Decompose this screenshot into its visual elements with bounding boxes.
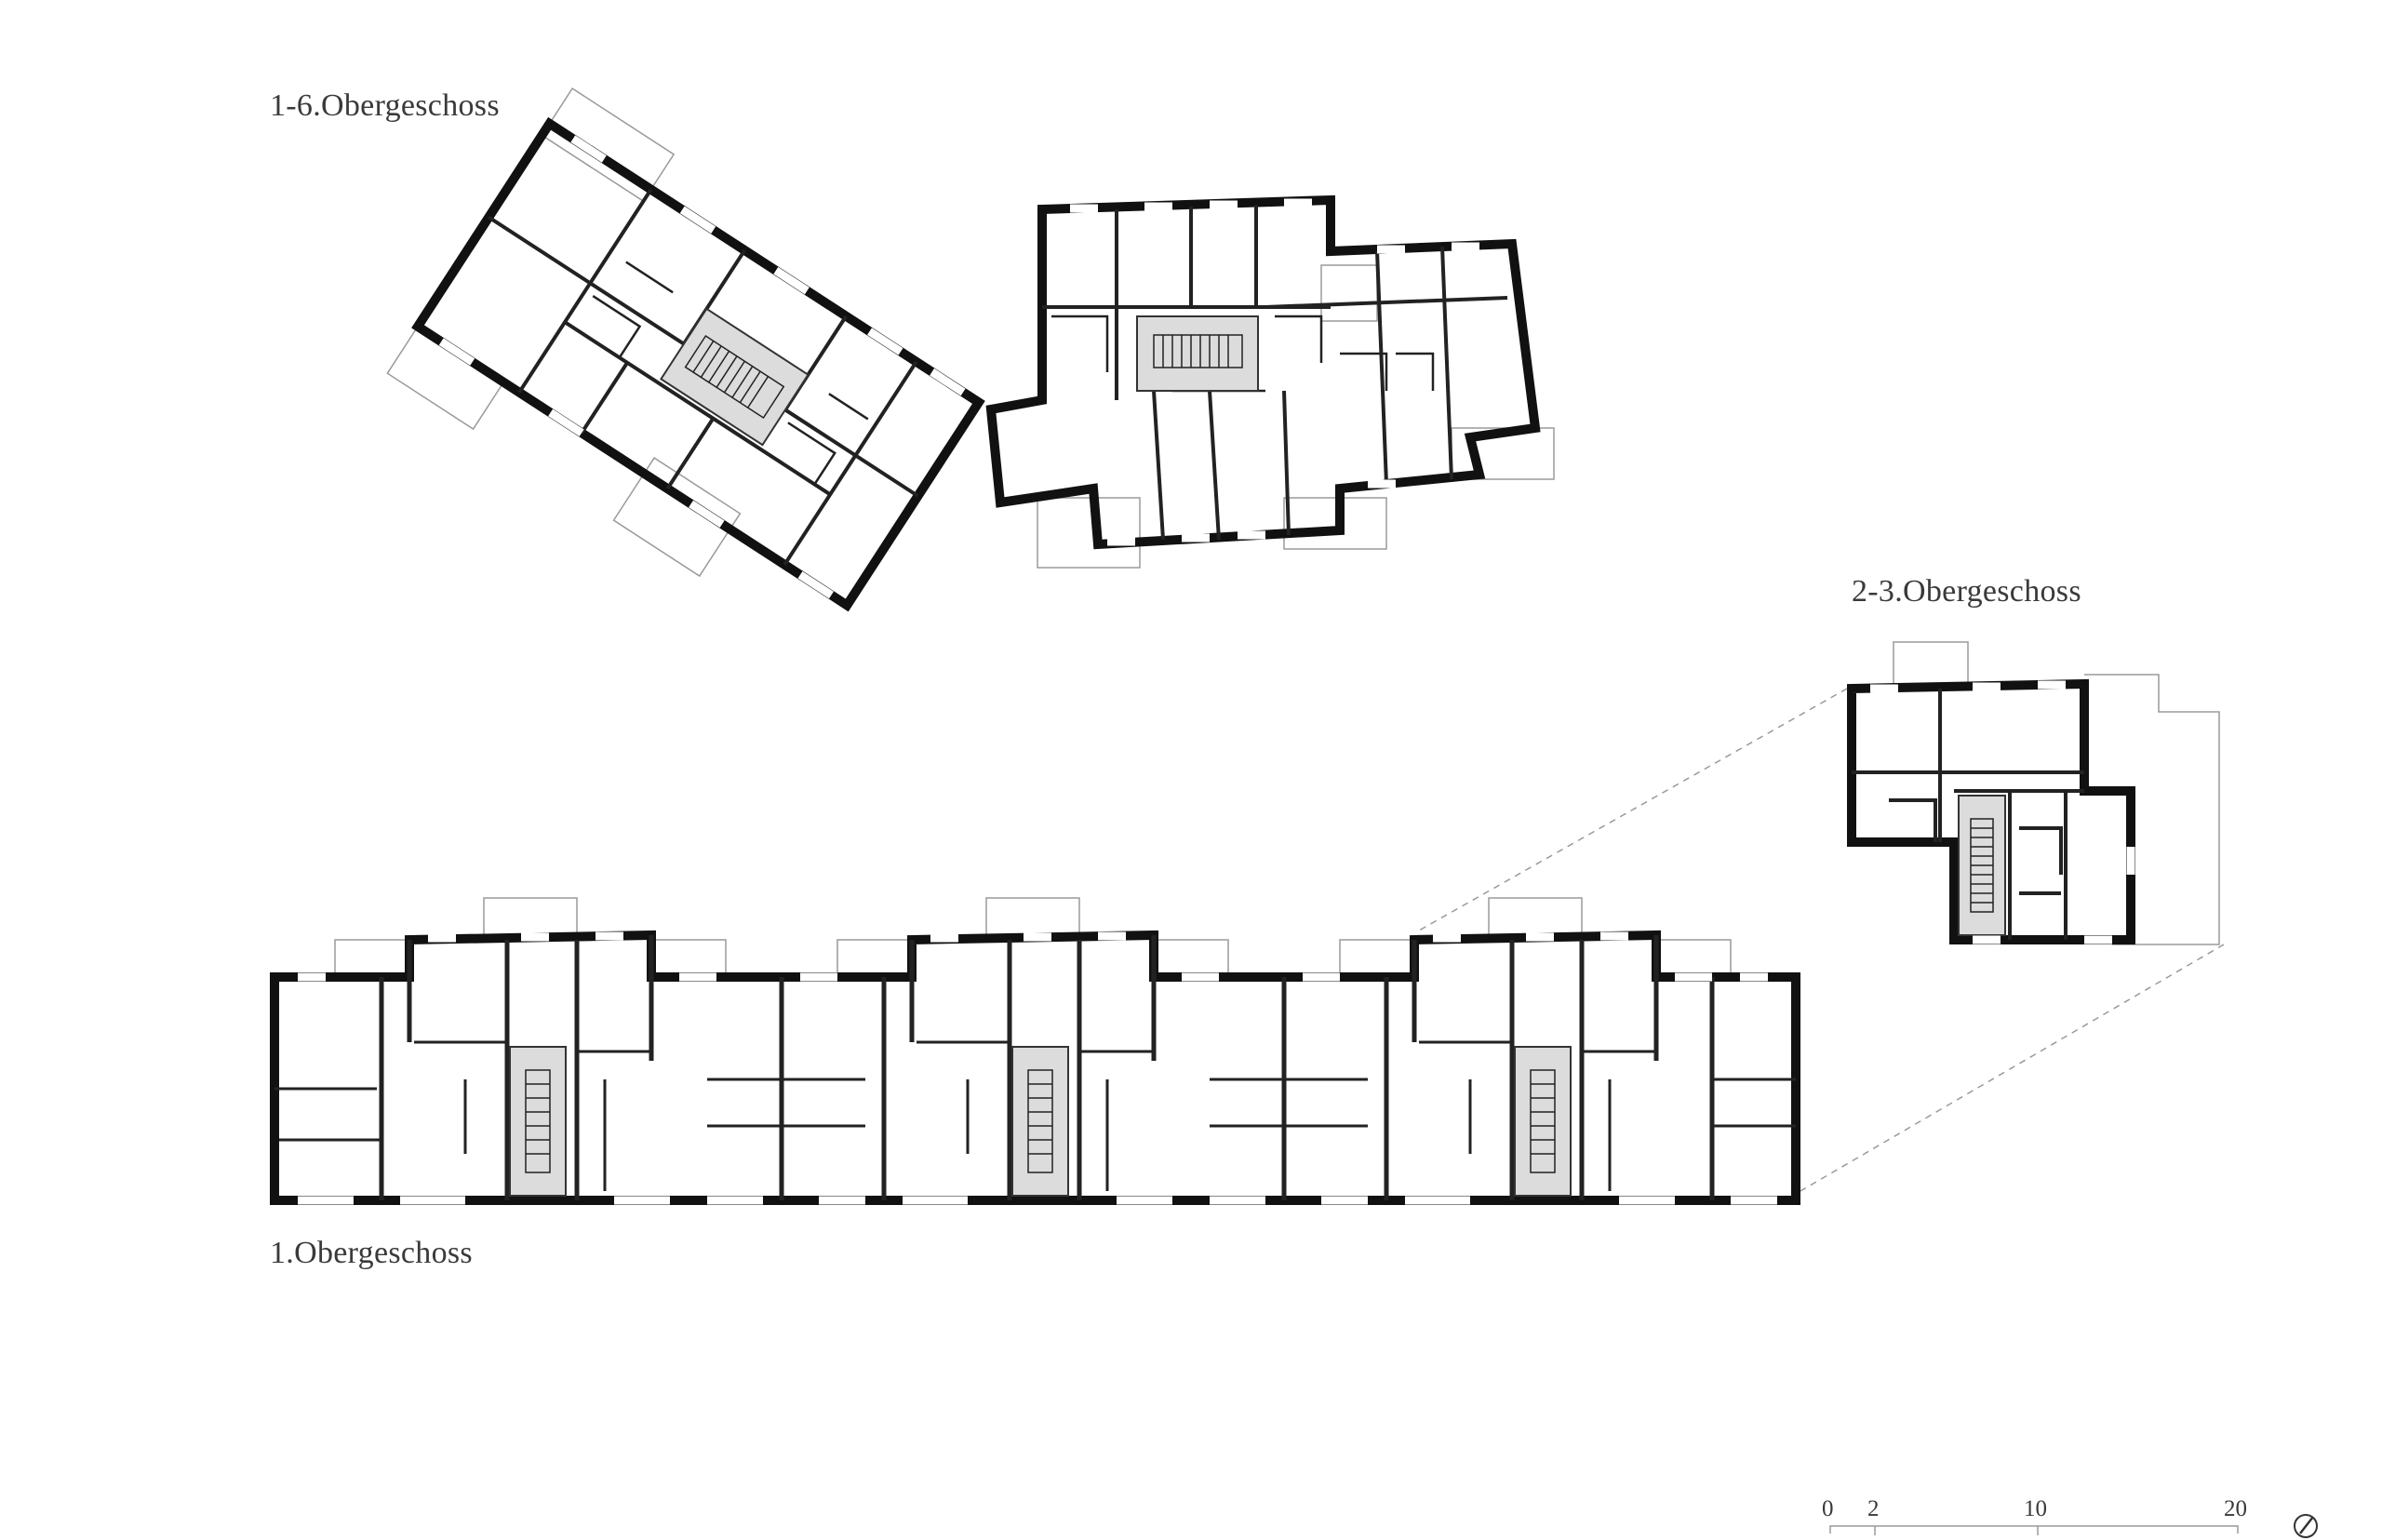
staircase-icon (509, 1046, 567, 1197)
scale-tick-2: 2 (1867, 1496, 1880, 1521)
staircase-icon (1514, 1046, 1572, 1197)
scale-bar (1829, 1525, 2239, 1535)
scale-tick-10: 10 (2024, 1496, 2047, 1521)
north-arrow-icon (2294, 1514, 2318, 1538)
floor-label-first: 1.Obergeschoss (270, 1236, 473, 1270)
scale-tick-20: 20 (2224, 1496, 2247, 1521)
staircase-icon (1136, 315, 1259, 392)
detail-callout-lines (1418, 688, 2225, 1192)
building-a-plan (386, 87, 985, 612)
floor-label-detail: 2-3.Obergeschoss (1852, 574, 2081, 609)
scale-tick-0: 0 (1822, 1496, 1834, 1521)
floor-label-upper: 1-6.Obergeschoss (270, 88, 500, 123)
staircase-icon (1011, 1046, 1069, 1197)
building-b-plan (985, 194, 1555, 569)
building-c-plan (270, 897, 1800, 1205)
detail-plan (1847, 641, 2220, 945)
